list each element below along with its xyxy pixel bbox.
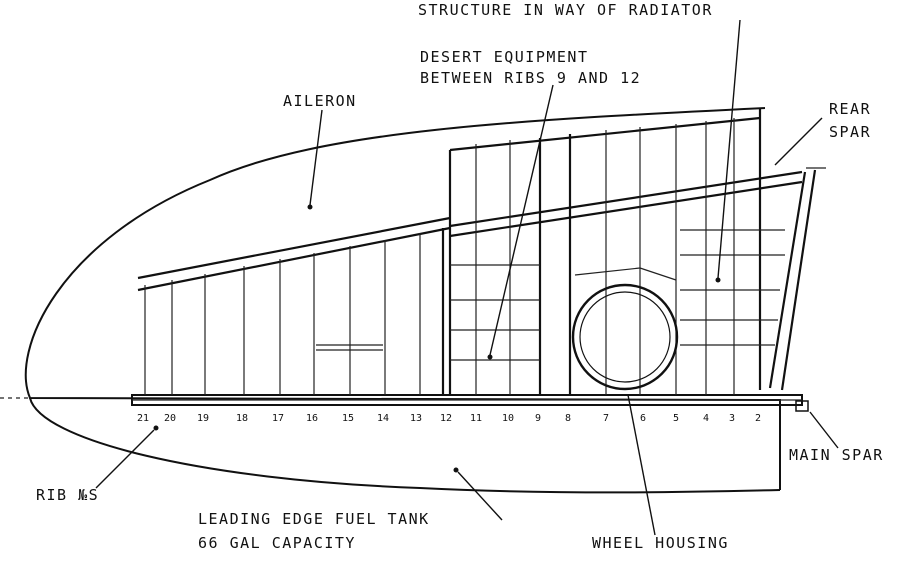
rear-spar xyxy=(137,167,826,391)
radiator-structure xyxy=(574,229,785,346)
rib-number-11: 11 xyxy=(470,413,482,424)
rib-number-4: 4 xyxy=(703,413,709,424)
desert-equipment-label-1: DESERT EQUIPMENT xyxy=(420,48,589,66)
labels: STRUCTURE IN WAY OF RADIATOR DESERT EQUI… xyxy=(36,1,884,552)
rib-number-6: 6 xyxy=(640,413,646,424)
main-spar-label: MAIN SPAR xyxy=(789,446,884,464)
rib-number-7: 7 xyxy=(603,413,609,424)
leader-lines xyxy=(95,19,839,536)
wheel-housing-label: WHEEL HOUSING xyxy=(592,534,729,552)
rib-number-12: 12 xyxy=(440,413,452,424)
desert-equipment-label-2: BETWEEN RIBS 9 AND 12 xyxy=(420,69,641,87)
rib-number-17: 17 xyxy=(272,413,284,424)
desert-equipment-grid xyxy=(316,264,540,361)
rib-number-20: 20 xyxy=(164,413,176,424)
radiator-label: STRUCTURE IN WAY OF RADIATOR xyxy=(418,1,713,19)
rib-number-8: 8 xyxy=(565,413,571,424)
rib-number-13: 13 xyxy=(410,413,422,424)
fuel-tank-label-2: 66 GAL CAPACITY xyxy=(198,534,356,552)
rib-number-9: 9 xyxy=(535,413,541,424)
rib-number-19: 19 xyxy=(197,413,209,424)
rib-number-3: 3 xyxy=(729,413,735,424)
rear-spar-label-2: SPAR xyxy=(829,123,871,141)
wing-outline xyxy=(0,107,781,494)
aileron-label: AILERON xyxy=(283,92,357,110)
rib-number-18: 18 xyxy=(236,413,248,424)
rib-numbers-label: RIB №S xyxy=(36,486,99,504)
main-spar xyxy=(131,394,809,412)
rib-lines xyxy=(144,118,735,395)
aileron-structure xyxy=(448,108,762,395)
rib-number-14: 14 xyxy=(377,413,389,424)
rib-number-row: 21 20 19 18 17 16 15 14 13 12 11 10 9 8 7 6 5 4 3 2 xyxy=(137,413,761,424)
rear-spar-label-1: REAR xyxy=(829,100,871,118)
rib-number-2: 2 xyxy=(755,413,761,424)
rib-number-15: 15 xyxy=(342,413,354,424)
rib-number-21: 21 xyxy=(137,413,149,424)
rib-number-16: 16 xyxy=(306,413,318,424)
rib-number-10: 10 xyxy=(502,413,514,424)
wheel-housing xyxy=(571,283,679,391)
fuel-tank-label-1: LEADING EDGE FUEL TANK xyxy=(198,510,430,528)
rib-number-5: 5 xyxy=(673,413,679,424)
